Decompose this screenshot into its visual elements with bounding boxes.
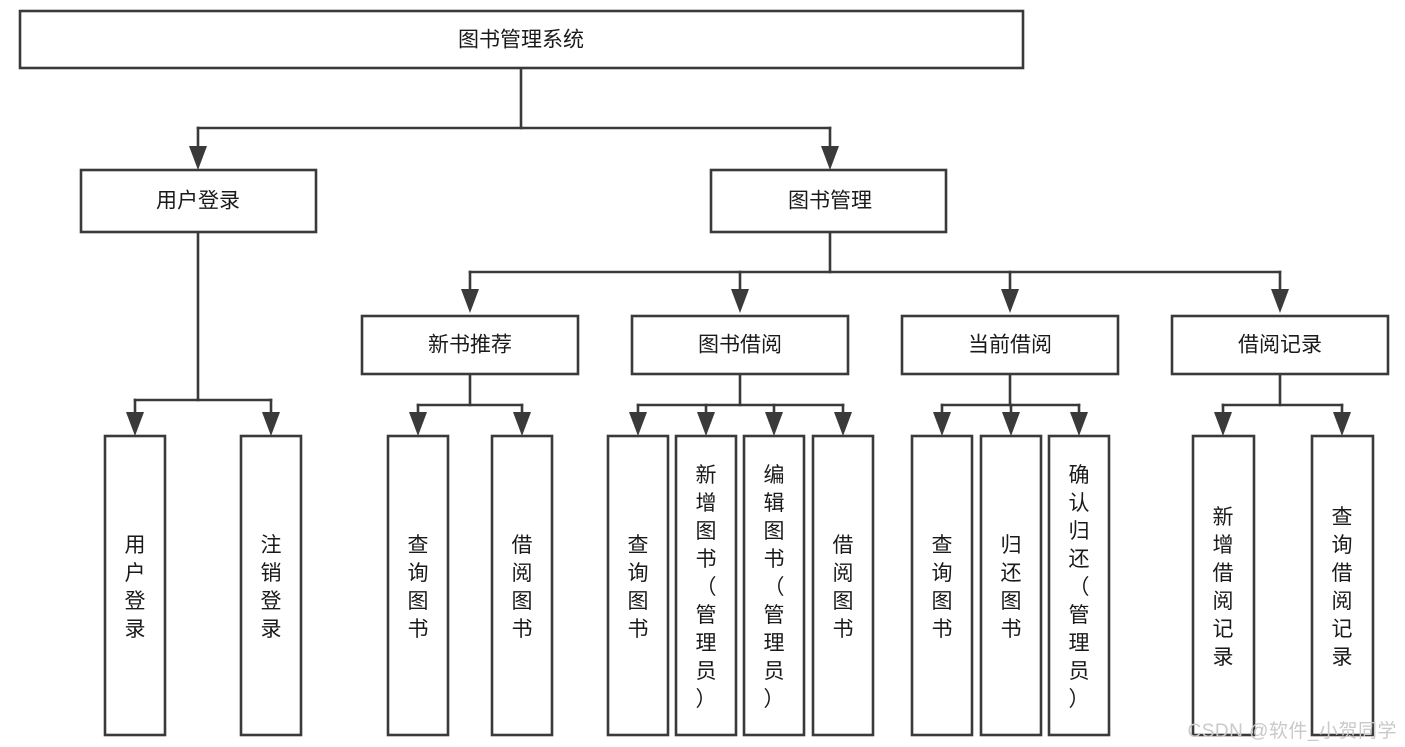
node-root-label: 图书管理系统: [458, 29, 584, 52]
arrowhead-leaf-confirm-return: [1070, 412, 1088, 436]
node-book-borrow-label: 图书借阅: [698, 334, 782, 357]
node-leaf-add-book-label: 新增图书（管理员）: [696, 464, 717, 711]
node-leaf-query-book-2-box[interactable]: [606, 434, 670, 737]
node-root[interactable]: 图书管理系统: [18, 9, 1025, 70]
node-leaf-return-book[interactable]: 归还图书: [979, 434, 1043, 737]
node-root-box[interactable]: [18, 9, 1025, 70]
node-leaf-query-record[interactable]: 查询借阅记录: [1310, 434, 1375, 737]
arrowhead-new-book-recommend: [461, 289, 479, 313]
arrowhead-leaf-query-record: [1333, 412, 1351, 436]
node-leaf-confirm-return-label: 确认归还（管理员）: [1069, 464, 1090, 711]
node-leaf-return-book-label: 归还图书: [1001, 534, 1022, 641]
node-leaf-user-login[interactable]: 用户登录: [103, 434, 167, 737]
node-leaf-edit-book[interactable]: 编辑图书（管理员）: [742, 434, 806, 737]
arrowhead-book-management: [821, 146, 839, 170]
arrowhead-leaf-query-book-3: [933, 412, 951, 436]
node-leaf-query-book-3-label: 查询图书: [932, 534, 953, 641]
node-leaf-query-book-2-label: 查询图书: [628, 534, 649, 641]
node-leaf-logout-box[interactable]: [239, 434, 303, 737]
node-user-login[interactable]: 用户登录: [79, 168, 318, 234]
arrowhead-current-borrow: [1001, 289, 1019, 313]
node-leaf-query-book-3[interactable]: 查询图书: [910, 434, 974, 737]
arrowhead-borrow-record: [1271, 289, 1289, 313]
node-new-book-recommend[interactable]: 新书推荐: [360, 314, 580, 376]
node-leaf-logout[interactable]: 注销登录: [239, 434, 303, 737]
arrowhead-leaf-return-book: [1002, 412, 1020, 436]
connector-group-borrow-record: [1214, 373, 1351, 436]
node-leaf-query-book-1[interactable]: 查询图书: [386, 434, 450, 737]
node-user-login-label: 用户登录: [156, 190, 240, 213]
node-leaf-logout-label: 注销登录: [261, 534, 282, 641]
node-leaf-borrow-book-2[interactable]: 借阅图书: [811, 434, 875, 737]
node-new-book-recommend-box[interactable]: [360, 314, 580, 376]
node-leaf-borrow-book-2-label: 借阅图书: [833, 534, 854, 641]
node-current-borrow-label: 当前借阅: [968, 334, 1052, 357]
node-leaf-user-login-box[interactable]: [103, 434, 167, 737]
arrowhead-leaf-add-book: [697, 412, 715, 436]
arrowhead-leaf-user-login: [126, 412, 144, 436]
connector-group-book-management: [461, 230, 1289, 313]
node-user-login-box[interactable]: [79, 168, 318, 234]
node-leaf-add-book[interactable]: 新增图书（管理员）: [674, 434, 738, 737]
node-leaf-query-record-box[interactable]: [1310, 434, 1375, 737]
arrowhead-leaf-edit-book: [765, 412, 783, 436]
node-leaf-add-book-box[interactable]: [674, 434, 738, 737]
connector-group-root: [189, 66, 839, 170]
node-leaf-edit-book-label: 编辑图书（管理员）: [764, 464, 785, 711]
arrowhead-leaf-add-record: [1214, 412, 1232, 436]
node-book-borrow-box[interactable]: [630, 314, 850, 376]
arrowhead-user-login: [189, 146, 207, 170]
csdn-watermark: CSDN @软件_小贺同学: [1187, 721, 1397, 742]
connector-group-current-borrow: [933, 373, 1088, 436]
arrowhead-leaf-query-book-2: [629, 412, 647, 436]
node-leaf-edit-book-box[interactable]: [742, 434, 806, 737]
node-leaf-add-record-box[interactable]: [1191, 434, 1256, 737]
node-leaf-user-login-label: 用户登录: [125, 534, 146, 641]
node-leaf-query-record-label: 查询借阅记录: [1332, 506, 1353, 669]
connector-group-new-book-recommend: [409, 373, 531, 436]
node-leaf-return-book-box[interactable]: [979, 434, 1043, 737]
arrowhead-leaf-logout: [262, 412, 280, 436]
node-leaf-add-record[interactable]: 新增借阅记录: [1191, 434, 1256, 737]
node-new-book-recommend-label: 新书推荐: [428, 334, 512, 357]
node-leaf-confirm-return[interactable]: 确认归还（管理员）: [1047, 434, 1111, 737]
node-leaf-add-record-label: 新增借阅记录: [1213, 506, 1234, 669]
node-borrow-record-label: 借阅记录: [1238, 334, 1322, 357]
node-borrow-record[interactable]: 借阅记录: [1170, 314, 1390, 376]
node-leaf-borrow-book-2-box[interactable]: [811, 434, 875, 737]
node-leaf-borrow-book-1-box[interactable]: [490, 434, 554, 737]
arrowhead-book-borrow: [731, 289, 749, 313]
node-leaf-query-book-3-box[interactable]: [910, 434, 974, 737]
node-borrow-record-box[interactable]: [1170, 314, 1390, 376]
arrowhead-leaf-borrow-book-1: [513, 412, 531, 436]
node-current-borrow[interactable]: 当前借阅: [900, 314, 1120, 376]
arrowhead-leaf-query-book-1: [409, 412, 427, 436]
node-current-borrow-box[interactable]: [900, 314, 1120, 376]
connector-group-user-login: [126, 230, 280, 436]
node-leaf-query-book-2[interactable]: 查询图书: [606, 434, 670, 737]
node-leaf-confirm-return-box[interactable]: [1047, 434, 1111, 737]
arrowhead-leaf-borrow-book-2: [834, 412, 852, 436]
node-leaf-borrow-book-1[interactable]: 借阅图书: [490, 434, 554, 737]
node-book-management-label: 图书管理: [788, 190, 872, 213]
node-leaf-borrow-book-1-label: 借阅图书: [512, 534, 533, 641]
node-book-management-box[interactable]: [709, 168, 948, 234]
node-book-borrow[interactable]: 图书借阅: [630, 314, 850, 376]
connector-group-book-borrow: [629, 373, 852, 436]
node-book-management[interactable]: 图书管理: [709, 168, 948, 234]
node-leaf-query-book-1-box[interactable]: [386, 434, 450, 737]
node-leaf-query-book-1-label: 查询图书: [408, 534, 429, 641]
